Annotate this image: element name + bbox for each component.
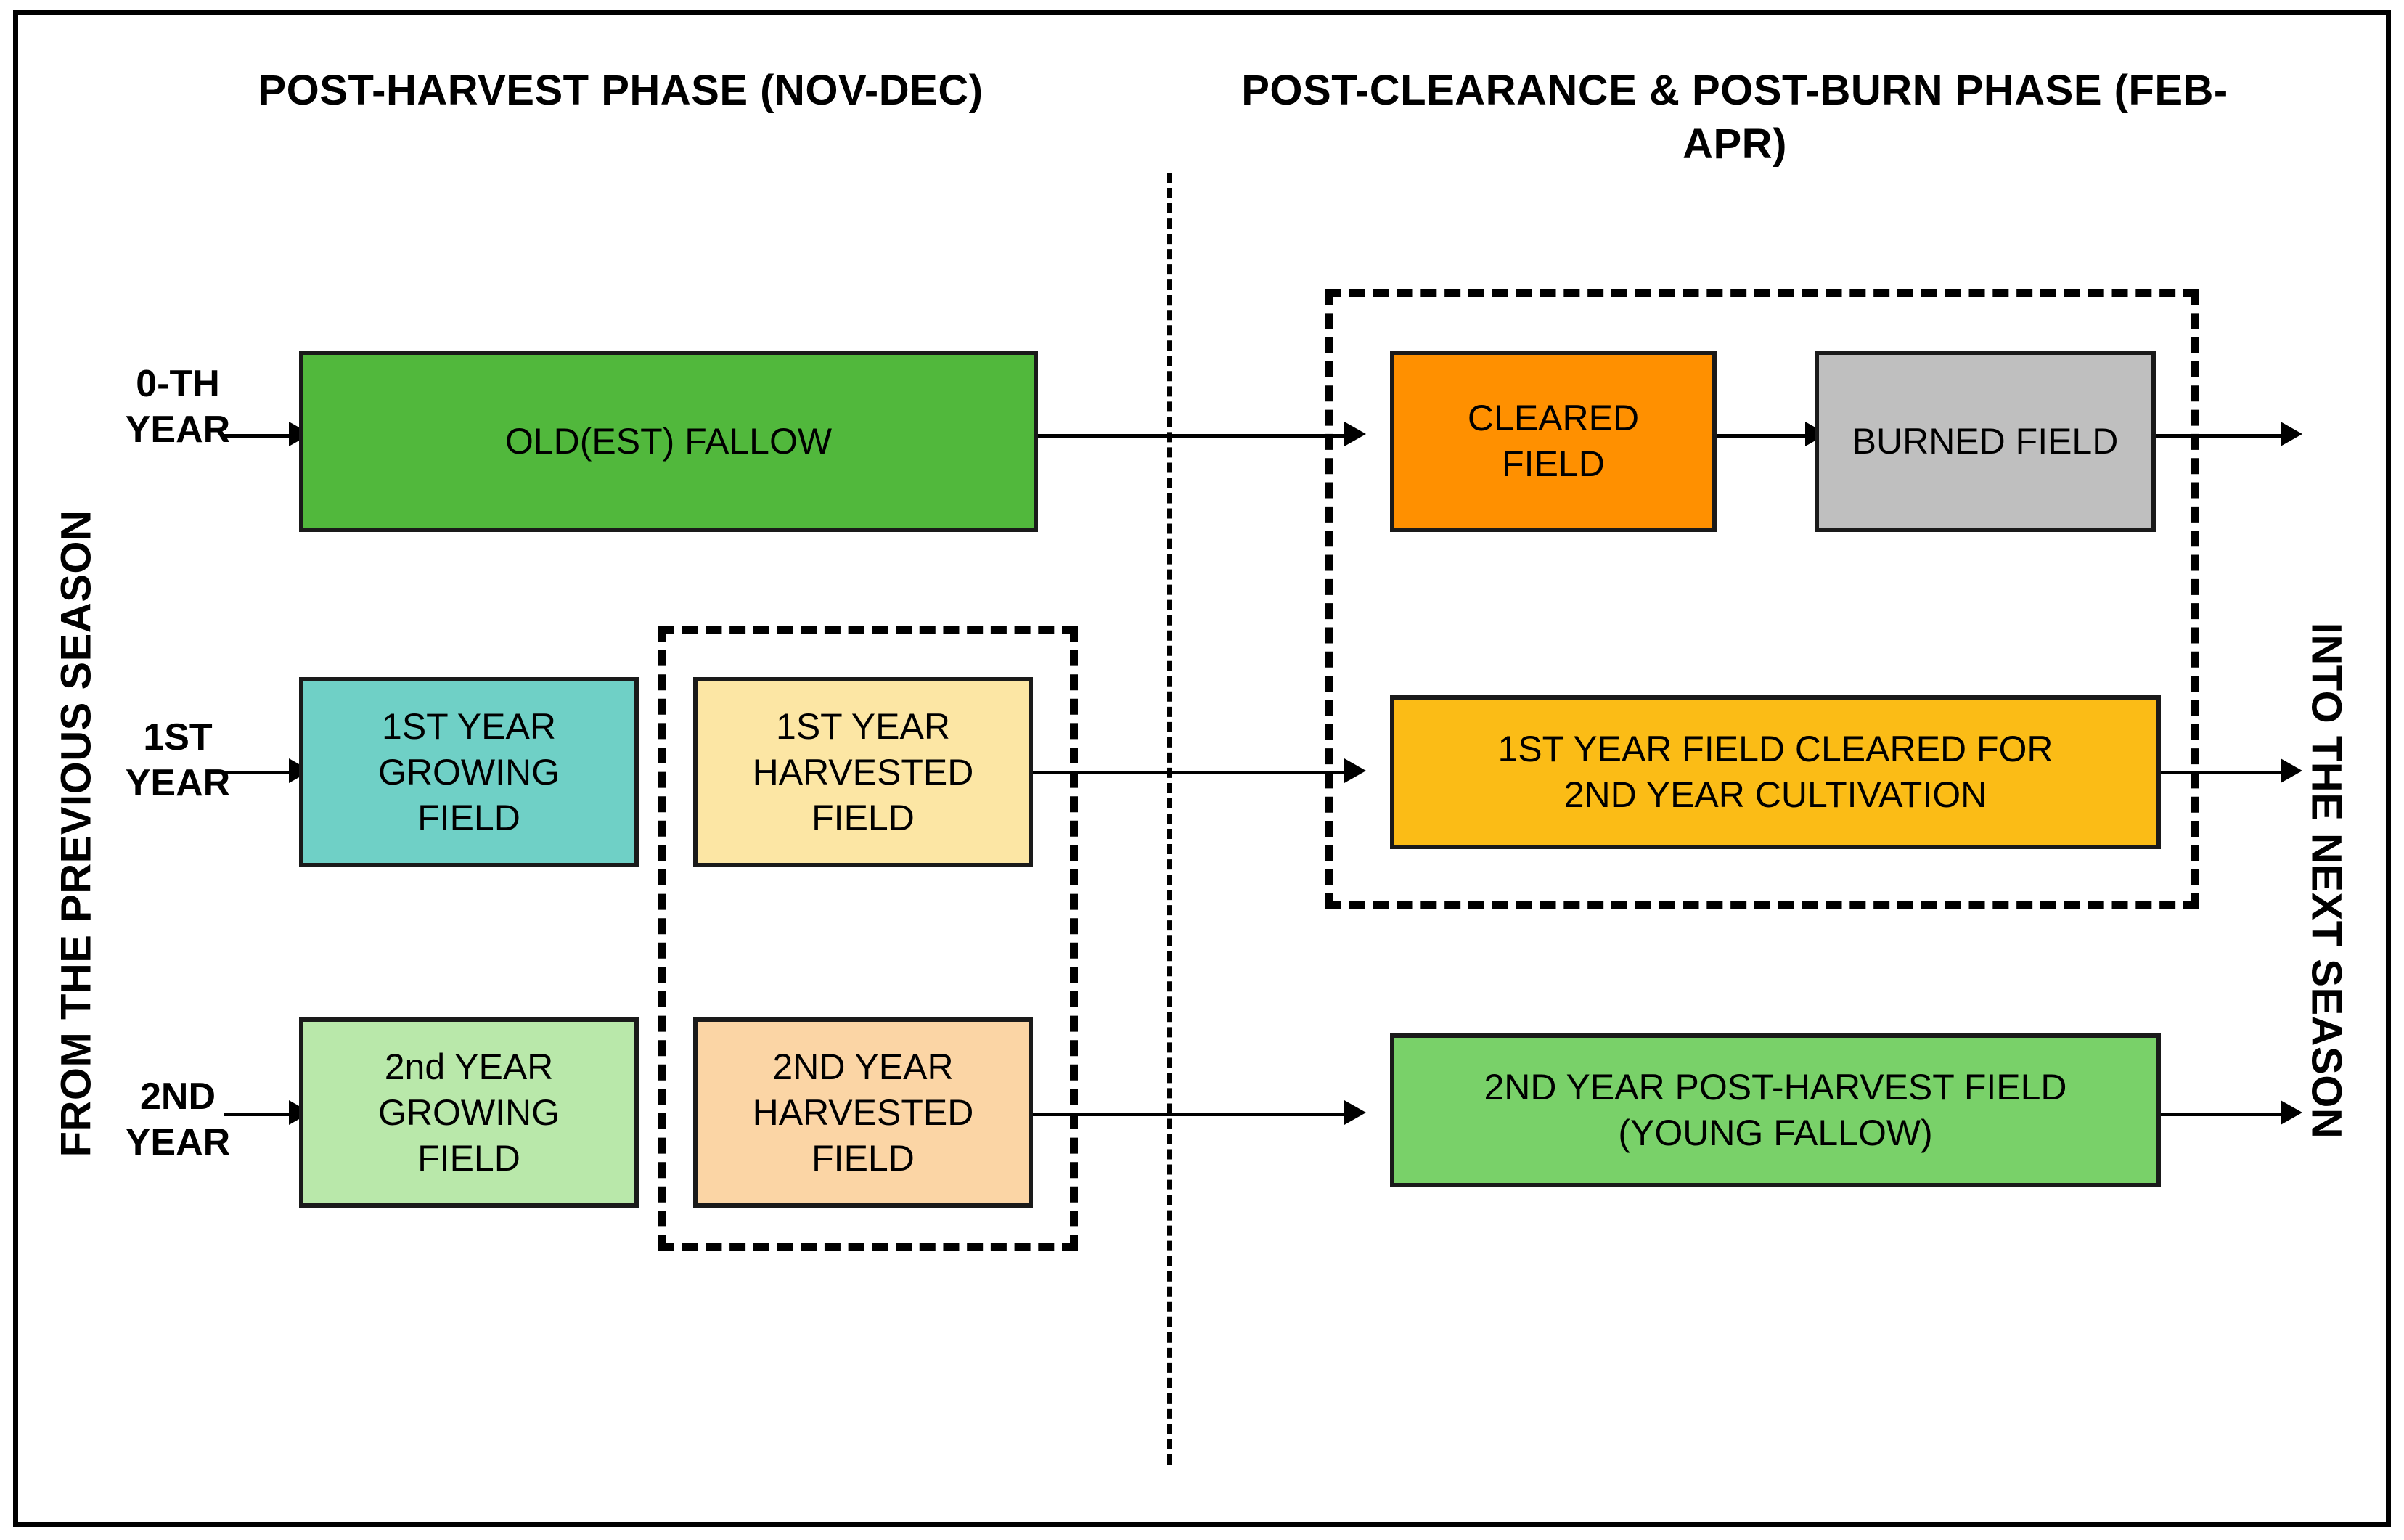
arrowhead-oldest-fallow-to-cleared bbox=[1344, 422, 1366, 446]
label-into-next-season: INTO THE NEXT SEASON bbox=[2302, 622, 2350, 1139]
arrowhead-cleared-2nd-to-next-season bbox=[2281, 758, 2302, 783]
box-oldest-fallow[interactable]: OLD(EST) FALLOW bbox=[299, 351, 1038, 532]
connector-second-harvested-to-postharvest bbox=[1033, 1113, 1350, 1116]
box-first-year-field-cleared-for-second-year[interactable]: 1ST YEAR FIELD CLEARED FOR 2ND YEAR CULT… bbox=[1390, 695, 2161, 849]
arrowhead-first-harvested-to-cleared-2nd bbox=[1344, 758, 1366, 783]
label-from-previous-season: FROM THE PREVIOUS SEASON bbox=[52, 509, 100, 1158]
arrowhead-second-harvested-to-postharvest bbox=[1344, 1100, 1366, 1125]
year-label-0th: 0-TH YEAR bbox=[125, 363, 231, 451]
connector-year1-to-growing bbox=[224, 771, 295, 774]
connector-burned-to-next-season bbox=[2156, 434, 2286, 438]
arrowhead-burned-to-next-season bbox=[2281, 422, 2302, 446]
dashed-group-harvested-fields bbox=[658, 626, 1078, 1251]
year-label-2nd: 2ND YEAR bbox=[125, 1076, 231, 1164]
box-second-year-growing-field[interactable]: 2nd YEAR GROWING FIELD bbox=[299, 1017, 639, 1208]
phase-header-post-harvest: POST-HARVEST PHASE (NOV-DEC) bbox=[258, 67, 984, 114]
connector-year0-to-oldest-fallow bbox=[224, 434, 295, 438]
year-label-1st: 1ST YEAR bbox=[125, 716, 231, 805]
connector-year2-to-growing bbox=[224, 1113, 295, 1116]
connector-cleared-2nd-to-next-season bbox=[2161, 771, 2286, 774]
dashed-group-clearance-burn bbox=[1325, 289, 2199, 909]
box-second-year-harvested-field[interactable]: 2ND YEAR HARVESTED FIELD bbox=[693, 1017, 1033, 1208]
box-burned-field[interactable]: BURNED FIELD bbox=[1815, 351, 2156, 532]
connector-postharvest-to-next-season bbox=[2161, 1113, 2286, 1116]
box-first-year-growing-field[interactable]: 1ST YEAR GROWING FIELD bbox=[299, 677, 639, 867]
connector-oldest-fallow-to-cleared bbox=[1038, 434, 1350, 438]
connector-cleared-to-burned bbox=[1717, 434, 1811, 438]
arrowhead-postharvest-to-next-season bbox=[2281, 1100, 2302, 1125]
connector-first-harvested-to-cleared-2nd bbox=[1033, 771, 1350, 774]
phase-divider bbox=[1167, 173, 1172, 1465]
outer-frame bbox=[13, 10, 2391, 1527]
box-first-year-harvested-field[interactable]: 1ST YEAR HARVESTED FIELD bbox=[693, 677, 1033, 867]
box-second-year-post-harvest-field[interactable]: 2ND YEAR POST-HARVEST FIELD (YOUNG FALLO… bbox=[1390, 1033, 2161, 1187]
phase-header-post-clearance-burn: POST-CLEARANCE & POST-BURN PHASE (FEB-AP… bbox=[1241, 67, 2228, 168]
box-cleared-field[interactable]: CLEARED FIELD bbox=[1390, 351, 1717, 532]
